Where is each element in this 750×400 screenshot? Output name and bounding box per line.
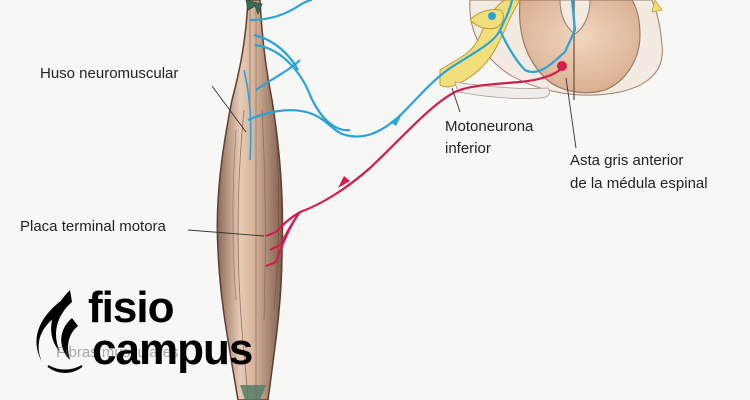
muscle-spindle-label: Huso neuromuscular bbox=[40, 65, 179, 82]
sensory-nerve bbox=[247, 0, 577, 138]
motor-arrow bbox=[338, 176, 350, 188]
motor-end-plate-label: Placa terminal motora bbox=[20, 218, 166, 235]
logo-text-fisio: fisio bbox=[88, 283, 174, 332]
fisio-campus-logo-icon bbox=[36, 290, 83, 373]
obscured-label: Fibras musculares bbox=[56, 344, 179, 361]
anterior-horn-label-line2: de la médula espinal bbox=[570, 175, 708, 192]
muscle bbox=[216, 0, 284, 400]
lower-motor-neuron-label-line1: Motoneurona bbox=[445, 118, 534, 135]
gray-matter bbox=[518, 0, 641, 94]
sensory-arrow bbox=[390, 114, 402, 126]
lower-motor-neuron-label-line2: inferior bbox=[445, 140, 491, 157]
logo-text-campus: campus bbox=[92, 325, 253, 374]
leader-lines bbox=[187, 77, 577, 237]
sensory-ganglion-cell bbox=[488, 12, 496, 20]
motor-neuron-soma bbox=[557, 61, 567, 71]
anterior-horn-label-line1: Asta gris anterior bbox=[570, 152, 684, 169]
motor-nerve bbox=[265, 67, 563, 268]
